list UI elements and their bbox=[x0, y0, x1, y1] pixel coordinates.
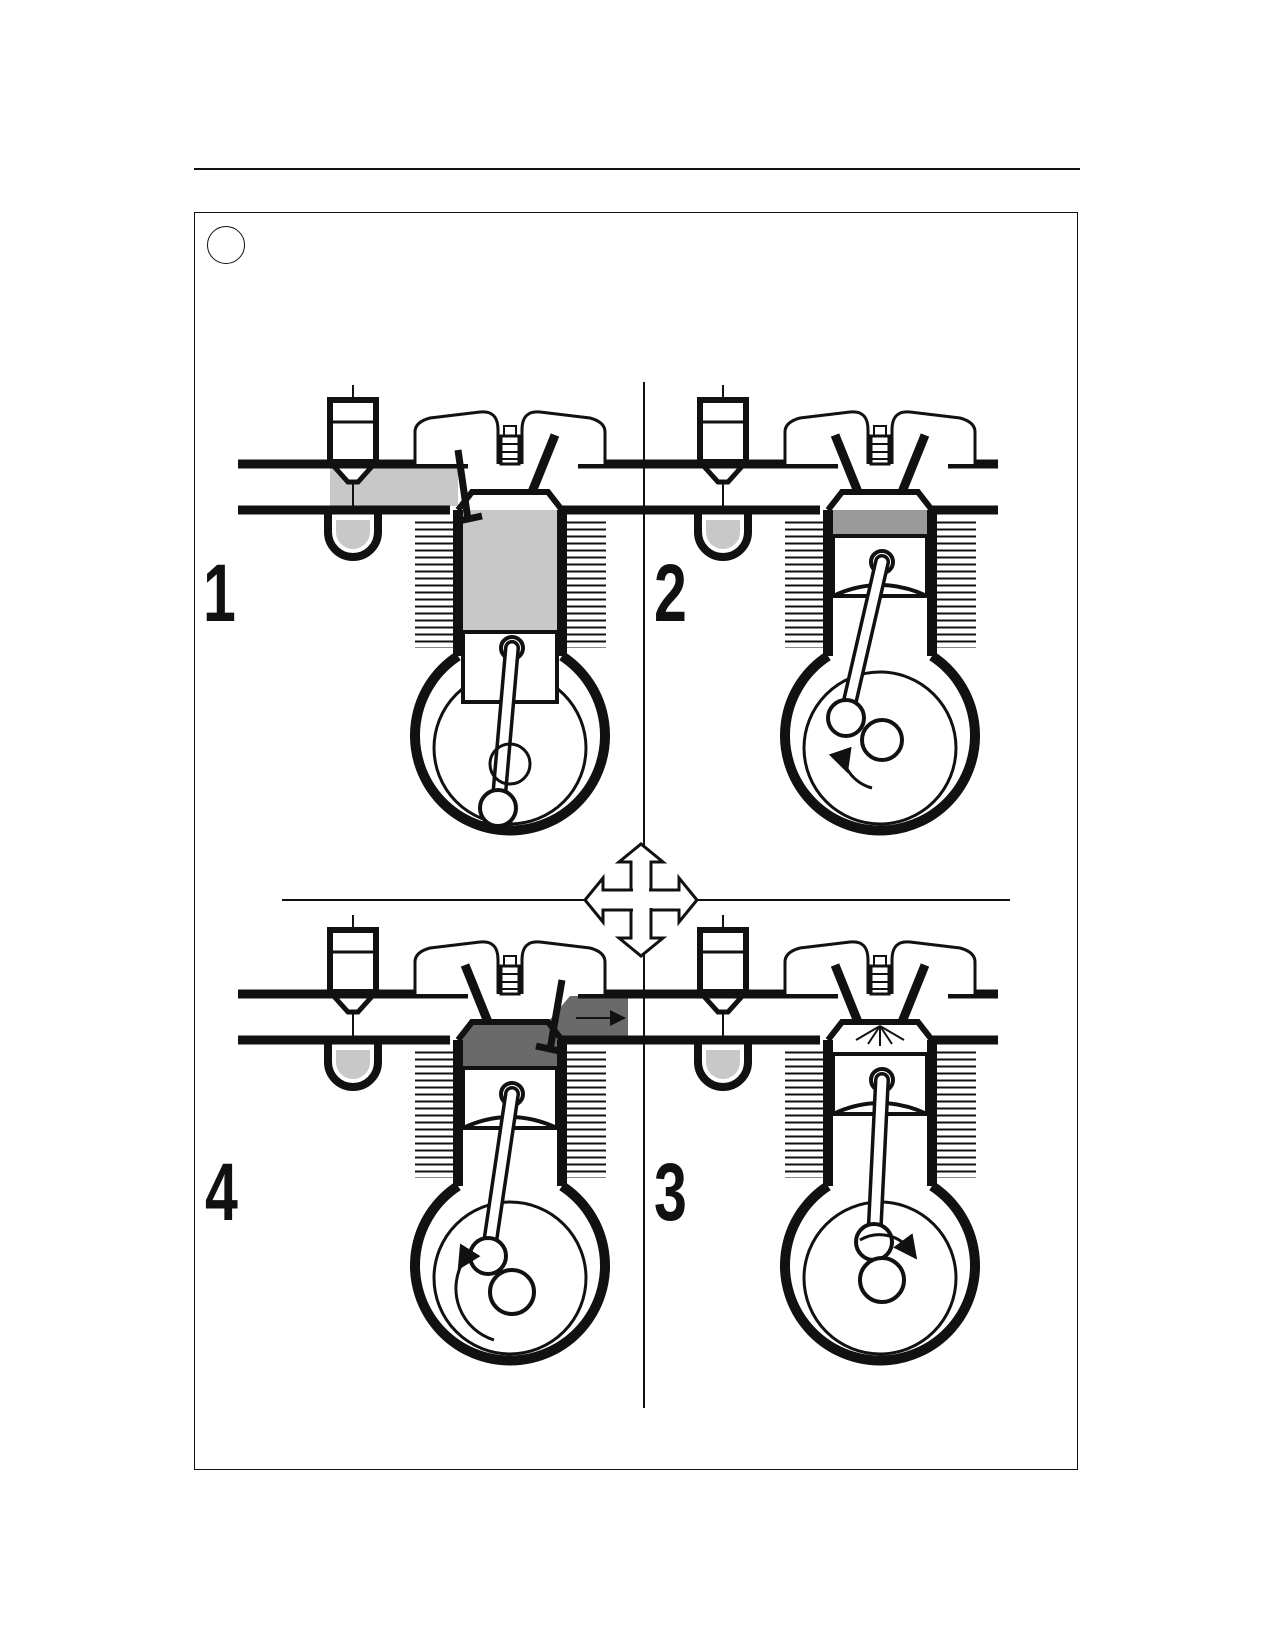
page-header-rule bbox=[194, 168, 1080, 170]
engine-power-stroke bbox=[608, 915, 998, 1361]
stroke-number-1: 1 bbox=[203, 548, 236, 639]
figure-marker-circle bbox=[207, 226, 245, 264]
stroke-number-2: 2 bbox=[654, 548, 687, 639]
stroke-number-3: 3 bbox=[654, 1147, 687, 1238]
engine-compression-stroke bbox=[608, 385, 998, 831]
stroke-number-4: 4 bbox=[205, 1147, 238, 1238]
figure-frame bbox=[194, 212, 1078, 1470]
engine-exhaust-stroke bbox=[238, 915, 628, 1361]
cycle-rotation-arrows-icon bbox=[583, 842, 699, 958]
engine-intake-stroke bbox=[238, 385, 628, 831]
